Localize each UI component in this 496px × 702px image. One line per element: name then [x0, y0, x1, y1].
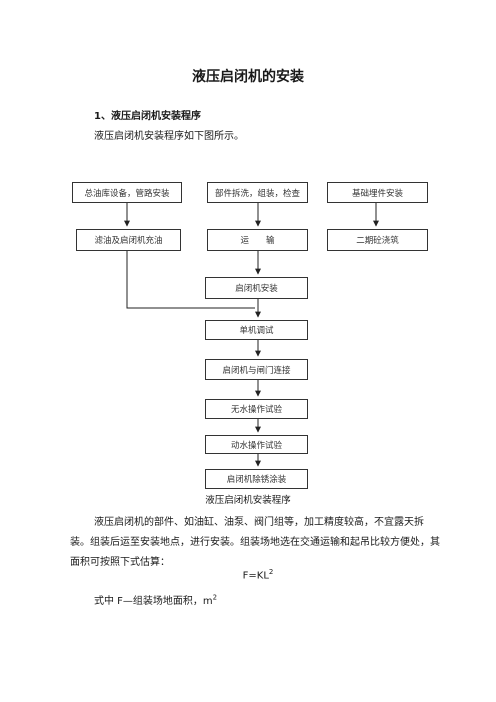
- formula-text: F=KL: [242, 570, 269, 582]
- flow-box-oil-depot: 总油库设备，管路安装: [72, 182, 182, 203]
- definition-exponent: 2: [212, 593, 218, 602]
- flow-box-install: 启闭机安装: [205, 277, 308, 299]
- flow-box-gate-connect: 启闭机与闸门连接: [205, 359, 308, 380]
- flow-box-second-concrete: 二期砼浇筑: [327, 229, 428, 251]
- flow-box-transport: 运 输: [207, 229, 308, 251]
- flow-box-oil-filter: 滤油及启闭机充油: [76, 229, 181, 251]
- line-filter-to-debug: [126, 251, 255, 309]
- figure-caption: 液压启闭机安装程序: [205, 495, 291, 506]
- flow-box-dry-test: 无水操作试验: [205, 399, 308, 419]
- body-paragraph-text: 液压启闭机的部件、如油缸、油泵、阀门组等，加工精度较高，不宜露天拆装。组装后运至…: [70, 517, 440, 568]
- flow-box-debug: 单机调试: [205, 320, 308, 340]
- flow-box-coating: 启闭机除锈涂装: [205, 469, 308, 489]
- variable-definition: 式中 F—组装场地面积，m2: [94, 592, 217, 607]
- body-paragraph: 液压启闭机的部件、如油缸、油泵、阀门组等，加工精度较高，不宜露天拆装。组装后运至…: [70, 513, 440, 573]
- definition-text: 式中 F—组装场地面积，m: [94, 596, 213, 607]
- intro-text: 液压启闭机安装程序如下图所示。: [94, 131, 244, 142]
- section-heading: 1、液压启闭机安装程序: [94, 111, 201, 122]
- formula: F=KL2: [0, 568, 496, 581]
- formula-exponent: 2: [268, 568, 274, 576]
- flow-box-embedded-parts: 基础埋件安装: [327, 182, 428, 203]
- flow-box-disassemble: 部件拆洗，组装，检查: [207, 182, 308, 203]
- flow-box-wet-test: 动水操作试验: [205, 435, 308, 454]
- page-title: 液压启闭机的安装: [192, 69, 304, 85]
